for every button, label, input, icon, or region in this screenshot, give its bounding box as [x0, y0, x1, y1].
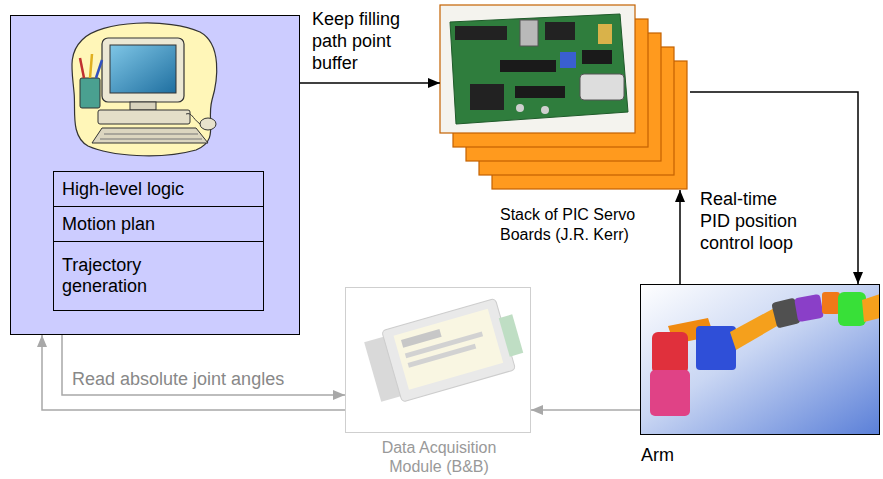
daq-module-photo-part [408, 344, 477, 368]
connector-arrow [690, 92, 858, 284]
pic-board-stack-part [545, 22, 575, 40]
computer-clipart [72, 23, 217, 156]
computer-clipart-part [130, 102, 156, 110]
computer-panel-fill [10, 15, 300, 335]
arm-render-part [862, 294, 880, 322]
computer-clipart-part [80, 78, 100, 108]
pic-board-stack-part [582, 50, 612, 64]
daq-module-photo-part [382, 298, 516, 402]
device-caption: Arm [641, 445, 674, 466]
pic-board-stack-part [580, 74, 624, 100]
computer-clipart-part [98, 110, 190, 124]
pic-board-stack-part [440, 5, 635, 133]
pic-board-stack-part [520, 20, 538, 46]
connector-arrow [62, 335, 345, 395]
connector-arrow [300, 82, 440, 84]
edge-label: Keep filling path point buffer [312, 8, 428, 74]
arm-render [640, 284, 880, 435]
pic-board-stack-part [500, 60, 556, 72]
edge-label: Real-time PID position control loop [700, 188, 808, 254]
pic-board-stack-part [560, 52, 576, 68]
arm-render-part [838, 292, 866, 326]
arm-render-part [696, 326, 736, 370]
arm-render-part [650, 370, 690, 416]
computer-clipart-part [100, 139, 202, 140]
computer-box: High-level logicMotion planTrajectory ge… [10, 15, 300, 335]
edge-label: Read absolute joint angles [72, 368, 334, 390]
pic-board-stack-part [455, 26, 507, 40]
servo-board-stack: Stack of PIC Servo Boards (J.R. Kerr) [440, 5, 690, 190]
device-caption: Stack of PIC Servo Boards (J.R. Kerr) [500, 205, 685, 245]
layer-label: High-level logic [62, 179, 184, 200]
computer-clipart-part [186, 114, 200, 124]
layer-label: Motion plan [62, 214, 155, 235]
arm-render-part [640, 284, 880, 435]
computer-panel-fill-part [10, 15, 300, 335]
computer-clipart-part [80, 58, 84, 78]
daq-module-box: Data Acquisition Module (B&B) [345, 287, 531, 433]
computer-clipart-part [102, 38, 184, 102]
connector-arrow [42, 335, 345, 410]
daq-module-photo-part [499, 314, 523, 356]
pic-board-stack-part [541, 106, 549, 114]
computer-clipart-part [104, 134, 198, 135]
arm-render-part [652, 332, 688, 374]
software-layer-box: Motion plan [53, 206, 264, 242]
software-layer-box: High-level logic [53, 171, 264, 207]
computer-clipart-part [200, 118, 216, 130]
computer-clipart-part [110, 45, 176, 93]
pic-board-stack-part [598, 24, 612, 44]
pic-board-stack-part [450, 14, 628, 124]
daq-module-photo [363, 295, 528, 407]
arm-render-part [822, 292, 840, 314]
connector-arrow [531, 409, 640, 411]
arm-render-box: Arm [640, 284, 880, 435]
device-caption: Data Acquisition Module (B&B) [354, 438, 524, 476]
connector-arrow [679, 190, 681, 284]
computer-clipart-part [72, 23, 217, 156]
software-layer-box: Trajectory generation [53, 241, 264, 311]
layer-label: Trajectory generation [62, 255, 192, 297]
arm-render-part [794, 294, 824, 322]
computer-clipart-part [92, 128, 208, 143]
pic-board-stack [440, 5, 687, 189]
pic-board-stack-part [516, 104, 524, 112]
computer-clipart-part [90, 54, 92, 78]
pic-board-stack-part [515, 86, 565, 98]
daq-module-photo-part [394, 309, 504, 390]
computer-clipart-part [96, 60, 102, 78]
pic-board-stack-part [470, 84, 504, 110]
